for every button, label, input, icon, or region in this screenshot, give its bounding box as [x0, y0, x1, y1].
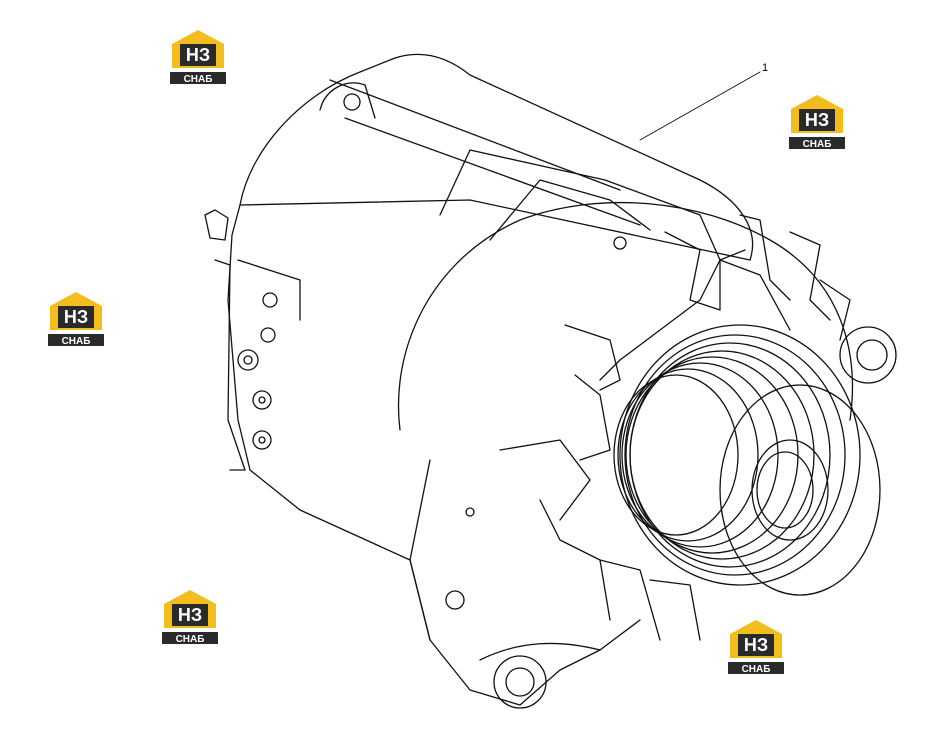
watermark-logo: НЗ СНАБ [724, 618, 788, 676]
mount-lug-right-outer [839, 326, 897, 384]
rear-terminals [204, 209, 301, 471]
logo-brand-top: НЗ [64, 307, 88, 327]
logo-brand-bottom: СНАБ [184, 74, 213, 85]
front-bracket-face [397, 201, 854, 431]
front-bracket [439, 149, 721, 381]
logo-brand-bottom: СНАБ [62, 336, 91, 347]
mount-lug-bottom-outer [493, 655, 547, 709]
logo-house-icon: НЗ СНАБ [48, 292, 104, 347]
fan-blades [499, 214, 851, 641]
pulley [613, 324, 881, 596]
housing-top-edge [329, 79, 641, 226]
logo-brand-top: НЗ [186, 45, 210, 65]
logo-brand-bottom: СНАБ [176, 634, 205, 645]
logo-house-icon: НЗ СНАБ [170, 30, 226, 85]
housing-outline [227, 204, 641, 706]
logo-house-icon: НЗ СНАБ [789, 95, 845, 150]
mount-lug-bottom-inner [505, 667, 535, 697]
watermark-logo: НЗ СНАБ [158, 588, 222, 646]
watermark-logo: НЗ СНАБ [785, 93, 849, 151]
housing-body [239, 53, 754, 261]
mount-ear-top-outline [319, 82, 376, 119]
mount-ear-top [343, 93, 361, 111]
watermark-logo: НЗ СНАБ [44, 290, 108, 348]
watermark-logo: НЗ СНАБ [166, 28, 230, 86]
callout-leader-1 [639, 71, 761, 141]
logo-brand-bottom: СНАБ [803, 139, 832, 150]
callout-label-1: 1 [762, 62, 769, 74]
front-bracket-inner [489, 179, 651, 241]
logo-brand-top: НЗ [178, 605, 202, 625]
logo-brand-bottom: СНАБ [742, 664, 771, 675]
front-hole-2 [465, 507, 475, 517]
logo-brand-top: НЗ [805, 110, 829, 130]
front-bracket-lower [409, 459, 601, 661]
mount-lug-right-inner [856, 339, 888, 371]
front-hole-3 [613, 236, 627, 250]
logo-house-icon: НЗ СНАБ [162, 590, 218, 645]
front-hole [445, 590, 465, 610]
logo-house-icon: НЗ СНАБ [728, 620, 784, 675]
logo-brand-top: НЗ [744, 635, 768, 655]
